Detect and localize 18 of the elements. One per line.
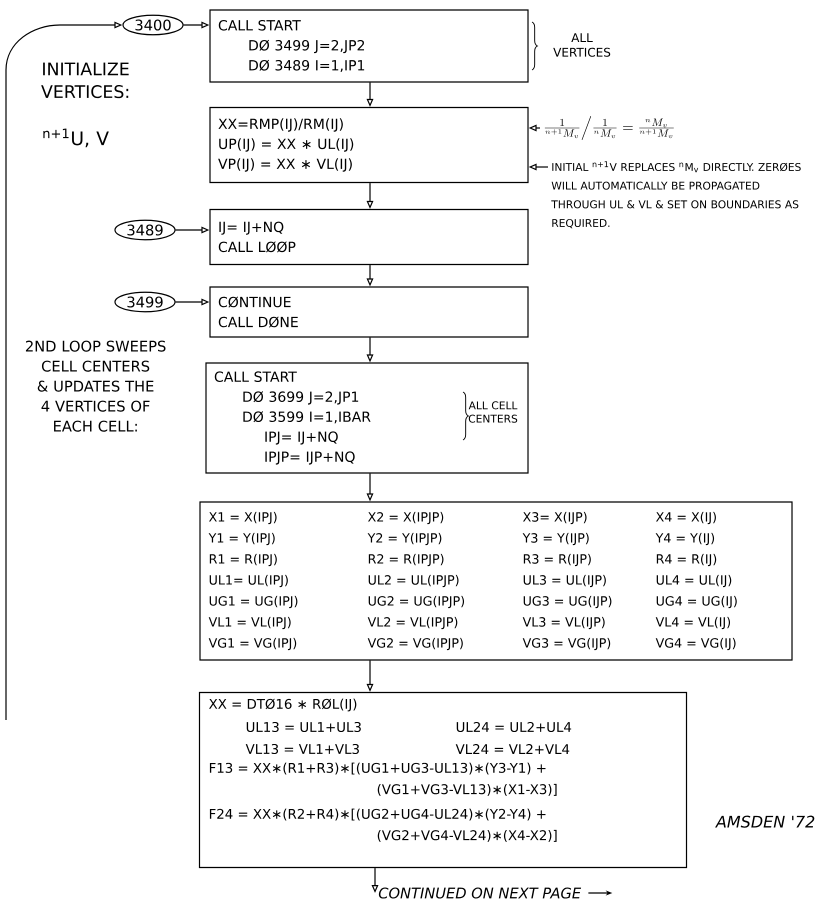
note: INITIAL $^{n+1}$V REPLACES $^{n}$M$_{v}$ DIRECTLY. ZERØES WILL AUTOMATICALLY BE PROPAGATED THROUGH UL & VL & SET ON BOUNDARIES AS REQUIRED.: [551, 161, 801, 228]
label-oval: 3489: [114, 220, 176, 240]
code-table: X1 = X(IPJ) X2 = X(IPJP) X3= X(IJP) X4 = X(IJ) Y1 = Y(IPJ) Y2 = Y(IPJP) Y3 = Y(IJP) Y4 = Y(IJ) R1 = R(IPJ) R2 = R(IPJP) R3 = R(IJP) R4 = R(IJ) UL1= UL(IPJ) UL2 = UL(IPJP) UL3 = UL(IJP) UL4 = UL(IJ) UG1 = UG(IPJ) UG2 = UG(IPJP) UG3 = UG(IJP) UG4 = UG(IJ) VL1 = VL(IPJ) VL2 = VL(IPJP) VL3 = VL(IJP) VL4 = VL(IJ) VG1 = VG(IPJ) VG2 = VG(IPJP) VG3 = VG(IJP) VG4 = VG(IJ): [199, 501, 793, 661]
process-box: XX=RMP(IJ)/RM(IJ) UP(IJ) = XX ∗ UL(IJ) VP(IJ) = XX ∗ VL(IJ): [209, 106, 529, 184]
process-box: CALL START DØ 3699 J=2,JP1 DØ 3599 I=1,IBAR IPJ= IJ+NQ IPJP= IJP+NQ ALL CELL CENTERS: [205, 362, 529, 474]
process-box: XX = DTØ16 ∗ RØL(IJ) UL13 = UL1+UL3 UL24 = UL2+UL4 VL13 = VL1+VL3 VL24 = VL2+VL4 F13 = XX∗(R1+R3)∗[(UG1+UG3-UL13)∗(Y3-Y1) + (VG1+VG3-VL13)∗(X1-X3)] F24 = XX∗(R2+R4)∗[(UG2+UG4-UL24)∗(Y2-Y4) + (VG2+VG4-VL24)∗(X4-X2)]: [198, 692, 688, 868]
side-note: ALL VERTICES: [553, 33, 610, 57]
annotation: INITIALIZE VERTICES:: [41, 62, 129, 98]
annotation: $^{n+1}$U, V: [43, 128, 109, 148]
label-oval: 3400: [122, 14, 184, 36]
signature: AMSDEN '72: [715, 816, 814, 828]
process-box: CØNTINUE CALL DØNE: [209, 286, 529, 338]
formula: $\frac{1}{{}^{n+1}M_v}\Big/\frac{1}{{}^{n}M_v}=\frac{{}^{n}M_v}{{}^{n+1}M_v}$: [544, 116, 674, 140]
label-oval: 3499: [114, 292, 176, 312]
continuation-note: CONTINUED ON NEXT PAGE: [378, 887, 582, 899]
process-box: CALL START DØ 3499 J=2,JP2 DØ 3489 I=1,IP1: [209, 9, 529, 83]
annotation: 2ND LOOP SWEEPS CELL CENTERS & UPDATES THE 4 VERTICES OF EACH CELL:: [26, 340, 166, 432]
process-box: IJ= IJ+NQ CALL LØØP: [209, 208, 529, 266]
